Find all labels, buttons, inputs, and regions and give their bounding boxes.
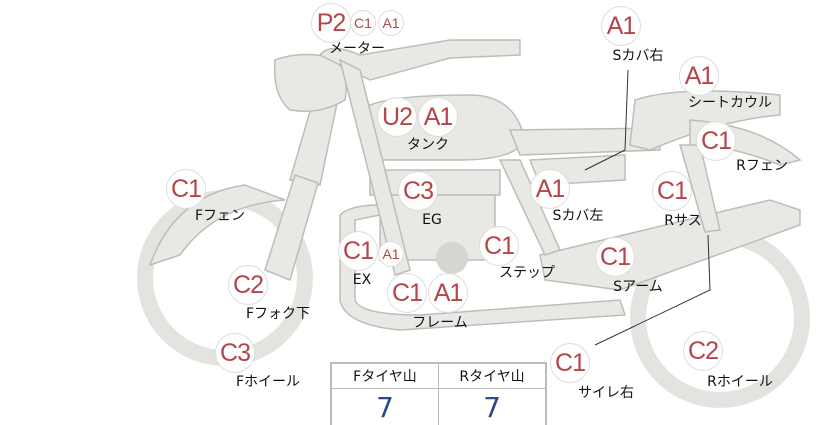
rear-wheel-code-badge: C2 <box>683 331 723 371</box>
rear-tire-header: Rタイヤ山 <box>438 362 547 389</box>
meter-code-badge: A1 <box>378 10 404 36</box>
engine-label: EG <box>422 212 442 228</box>
tank-code-badge: U2 <box>377 97 417 137</box>
silencer-right-code-badge: C1 <box>550 343 590 383</box>
front-wheel-label: Fホイール <box>235 374 301 390</box>
side-cover-left-label: Sカバ左 <box>552 208 604 224</box>
meter-label: メーター <box>329 41 385 57</box>
seat-cowl-label: シートカウル <box>688 95 772 111</box>
front-fork-lower-label: Fフォク下 <box>245 306 311 322</box>
silencer-right-label: サイレ右 <box>578 385 634 401</box>
frame-front-shape <box>338 58 411 276</box>
seat-cowl-code-badge: A1 <box>679 56 719 96</box>
engine-code-badge: C3 <box>398 171 438 211</box>
seat-shape <box>508 127 661 156</box>
side-cover-right-code-badge: A1 <box>601 6 641 46</box>
side-cover-right-label: Sカバ右 <box>612 48 664 64</box>
seat-cowl-shape <box>629 90 781 151</box>
exhaust-code-badge: C1 <box>338 231 378 271</box>
exhaust-shape <box>339 204 627 331</box>
front-tire-header: Fタイヤ山 <box>330 362 439 389</box>
rear-fender-code-badge: C1 <box>696 121 736 161</box>
fork-lower-shape <box>264 174 319 282</box>
step-code-badge: C1 <box>479 226 519 266</box>
swing-arm-code-badge: C1 <box>595 237 635 277</box>
rear-suspension-label: Rサス <box>664 213 702 229</box>
rear-fender-label: Rフェン <box>736 158 788 174</box>
front-tire-value: 7 <box>330 388 439 425</box>
front-fender-shape <box>148 184 286 267</box>
front-fender-label: Fフェン <box>194 208 246 224</box>
side-cover-left-code-badge: A1 <box>530 169 570 209</box>
front-fork-lower-code-badge: C2 <box>228 265 268 305</box>
swing-arm-label: Sアーム <box>613 279 663 295</box>
tank-label: タンク <box>407 137 449 153</box>
exhaust-label: EX <box>352 272 372 288</box>
frame-code-badge: C1 <box>387 273 427 313</box>
rear-suspension-code-badge: C1 <box>652 171 692 211</box>
front-wheel-code-badge: C3 <box>215 333 255 373</box>
frame-label: フレーム <box>412 315 468 331</box>
rear-tire-value: 7 <box>438 388 547 425</box>
frame-code-badge: A1 <box>428 273 468 313</box>
tire-tread-table: Fタイヤ山 Rタイヤ山 7 7 <box>330 362 547 425</box>
step-label: ステップ <box>499 265 555 281</box>
tank-code-badge: A1 <box>418 97 458 137</box>
rear-shock-shape <box>679 144 721 233</box>
frame-rear-shape <box>498 159 562 256</box>
meter-code-badge: C1 <box>350 10 376 36</box>
rear-wheel-label: Rホイール <box>707 374 773 390</box>
front-fender-code-badge: C1 <box>166 169 206 209</box>
headlight-shape <box>273 53 347 112</box>
meter-code-badge: P2 <box>311 3 351 43</box>
exhaust-code-badge: A1 <box>378 241 404 267</box>
handlebar-shape <box>318 39 521 81</box>
